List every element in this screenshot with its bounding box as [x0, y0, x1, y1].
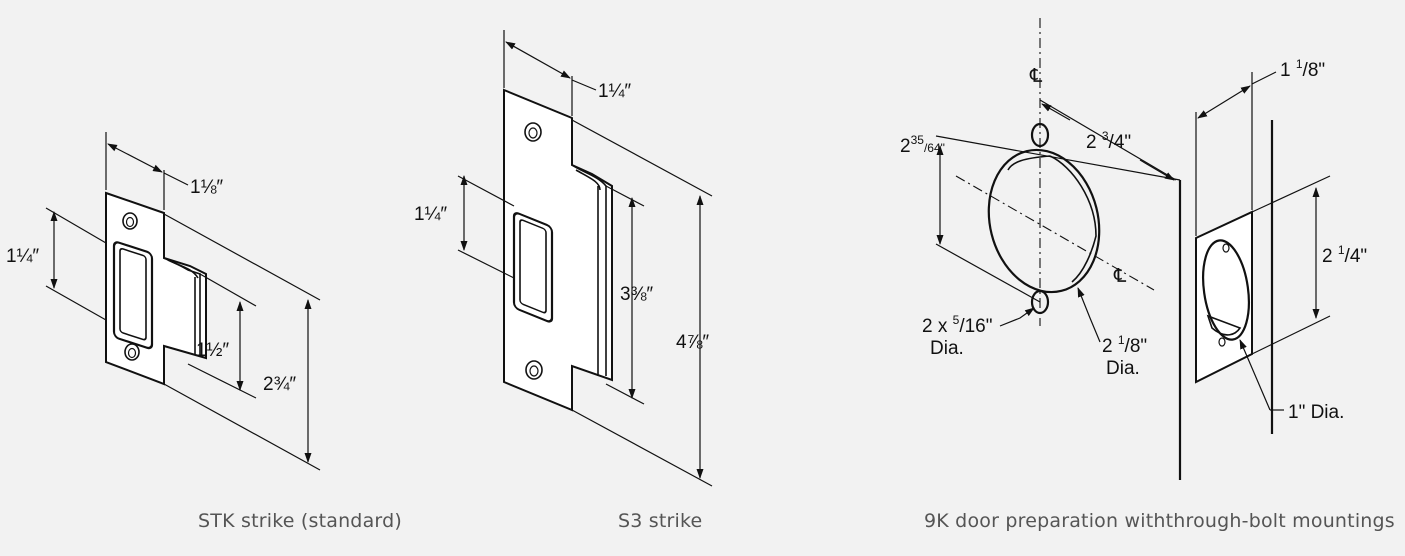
k9-bore-depth-label: 235/64" — [900, 133, 945, 157]
s3-lip-label: 3⅜″ — [620, 284, 653, 305]
stk-strike-drawing: 1⅛″ 1¼″ 1½″ 2¾″ — [6, 132, 321, 471]
k9-bore-dia-label: 2 1/8" — [1102, 333, 1147, 357]
k9-edge-width-label: 1 1/8" — [1280, 57, 1325, 81]
k9-door-edge — [1178, 120, 1274, 480]
caption-stk-strike: STK strike (standard) — [198, 510, 402, 532]
k9-backset-label: 2 3/4" — [1086, 129, 1131, 153]
s3-plate — [503, 88, 613, 412]
k9-holes-dia-label: Dia. — [930, 338, 964, 359]
s3-height-label: 4⅞″ — [676, 332, 709, 353]
k9-door-prep-drawing: ℄ ℄ 235/64" 2 3/4" 2 x 5/16" Dia. 2 1/8"… — [900, 18, 1367, 480]
stk-height-label: 2¾″ — [263, 374, 296, 395]
k9-bore-hole — [987, 148, 1101, 294]
s3-tab-label: 1¼″ — [414, 204, 447, 225]
caption-9k-door-prep: 9K door preparation withthrough-bolt mou… — [924, 510, 1395, 532]
stk-tab-label: 1¼″ — [6, 246, 39, 267]
stk-lip-label: 1½″ — [196, 340, 229, 361]
stk-width-label: 1⅛″ — [190, 177, 223, 198]
s3-width-label: 1¼″ — [598, 81, 631, 102]
k9-cl-mid: ℄ — [1113, 266, 1127, 287]
k9-small-hole-label: 1" Dia. — [1288, 402, 1344, 423]
stk-plate — [105, 191, 207, 386]
k9-cl-top: ℄ — [1029, 66, 1043, 87]
k9-holes-label: 2 x 5/16" — [922, 313, 992, 337]
k9-bore-dia-word: Dia. — [1106, 358, 1140, 379]
k9-edge-height-label: 2 1/4" — [1322, 243, 1367, 267]
caption-s3-strike: S3 strike — [618, 510, 703, 532]
s3-strike-drawing: 1¼″ 1¼″ 3⅜″ 4⅞″ — [414, 30, 713, 487]
